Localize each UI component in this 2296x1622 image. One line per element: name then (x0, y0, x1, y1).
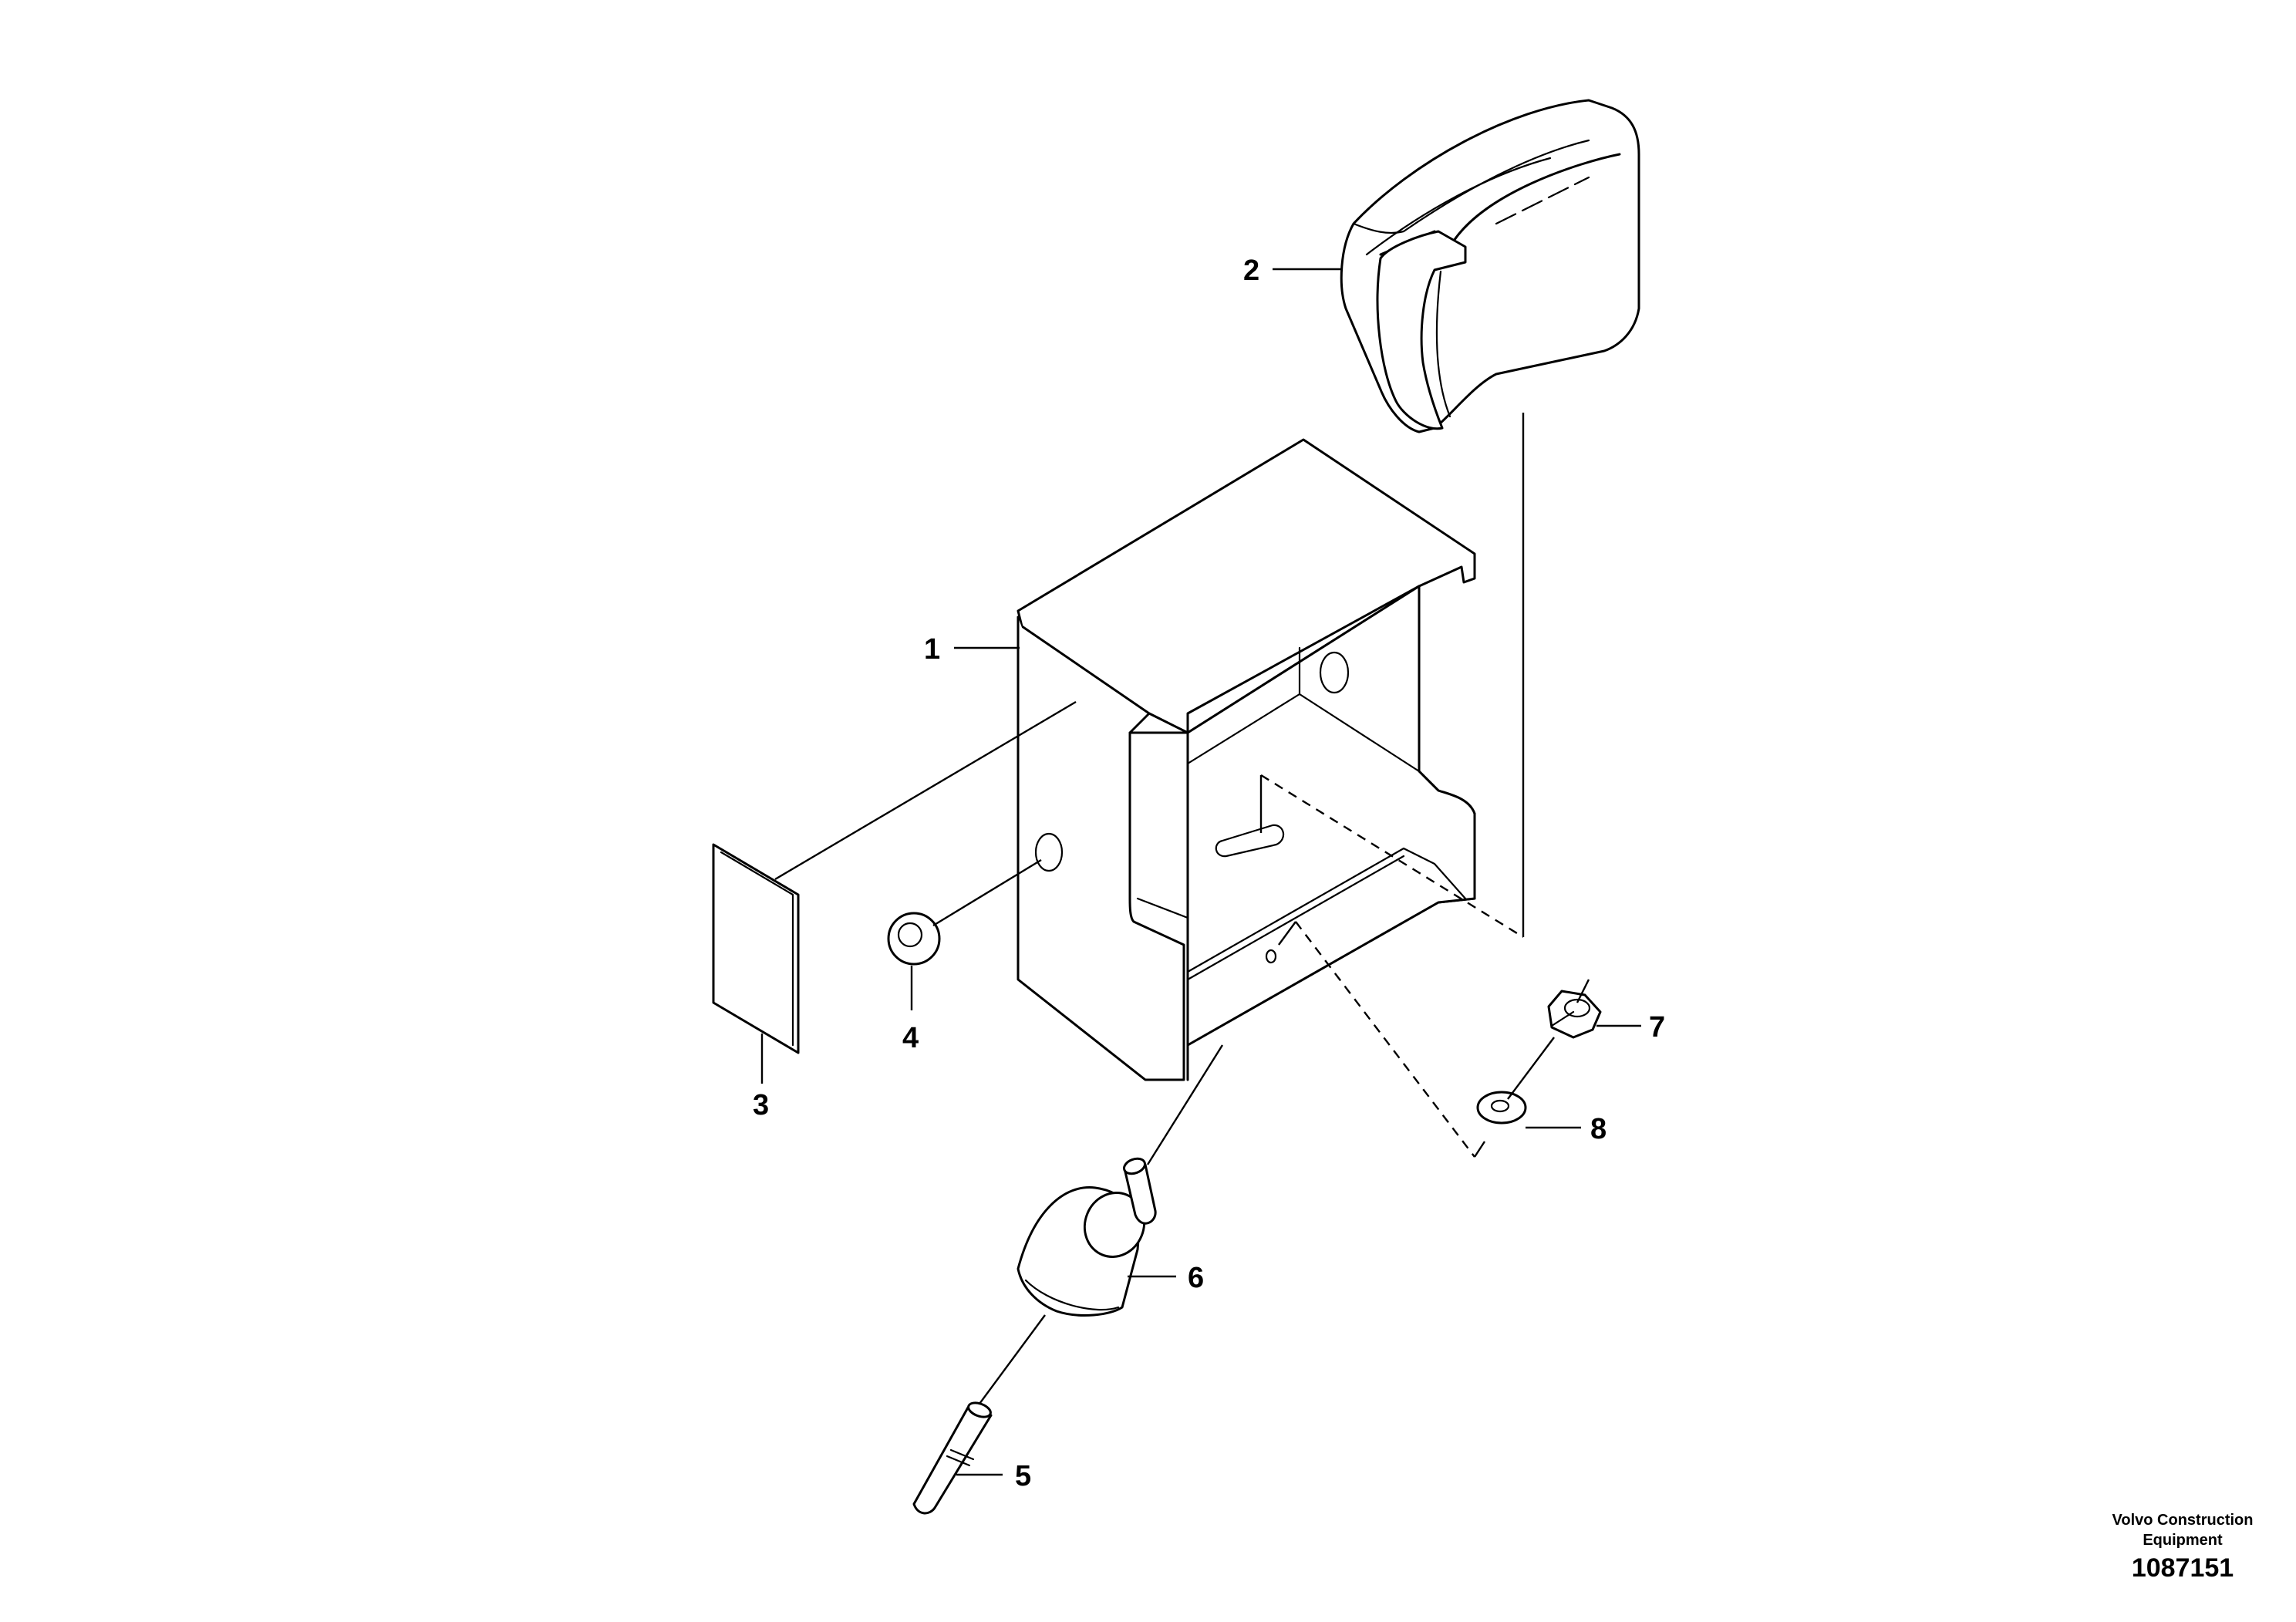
part-8-washer[interactable] (1476, 1091, 1527, 1125)
hole-axis (1278, 921, 1296, 946)
callout-6[interactable]: 6 (1188, 1262, 1204, 1294)
connector-6-to-1 (1146, 1044, 1224, 1165)
callout-1[interactable]: 1 (924, 633, 940, 666)
part-7-nut[interactable] (1547, 990, 1602, 1039)
callout-3[interactable]: 3 (753, 1089, 769, 1121)
brand-name-line-2: Equipment (2143, 1532, 2223, 1549)
part-6-rubber-mount[interactable] (1017, 1156, 1157, 1317)
connector-4-to-1 (932, 858, 1042, 927)
bolt-axis-lower (1507, 1037, 1555, 1100)
callout-5[interactable]: 5 (1015, 1460, 1031, 1492)
connector-5-to-6 (979, 1314, 1046, 1404)
callout-2[interactable]: 2 (1243, 255, 1259, 287)
dashed-path-lamp-bolt (1260, 774, 1524, 939)
brand-name-line-1: Volvo Construction (2112, 1512, 2254, 1529)
part-5-pin[interactable] (912, 1400, 993, 1515)
callout-7[interactable]: 7 (1649, 1011, 1665, 1044)
part-3-decal-plate[interactable] (712, 843, 800, 1054)
bolt-axis-upper (1576, 979, 1590, 1003)
callout-8[interactable]: 8 (1590, 1113, 1607, 1145)
connector-washer-end (1473, 1141, 1486, 1158)
dashed-path-washer (1295, 921, 1475, 1158)
callout-4[interactable]: 4 (902, 1022, 919, 1054)
part-2-work-lamp[interactable] (1340, 99, 1640, 433)
part-4-grommet[interactable] (887, 912, 941, 966)
part-1-bracket[interactable] (1017, 438, 1476, 1081)
drawing-number: 1087151 (2131, 1553, 2234, 1583)
connector-3-to-1 (774, 700, 1077, 881)
